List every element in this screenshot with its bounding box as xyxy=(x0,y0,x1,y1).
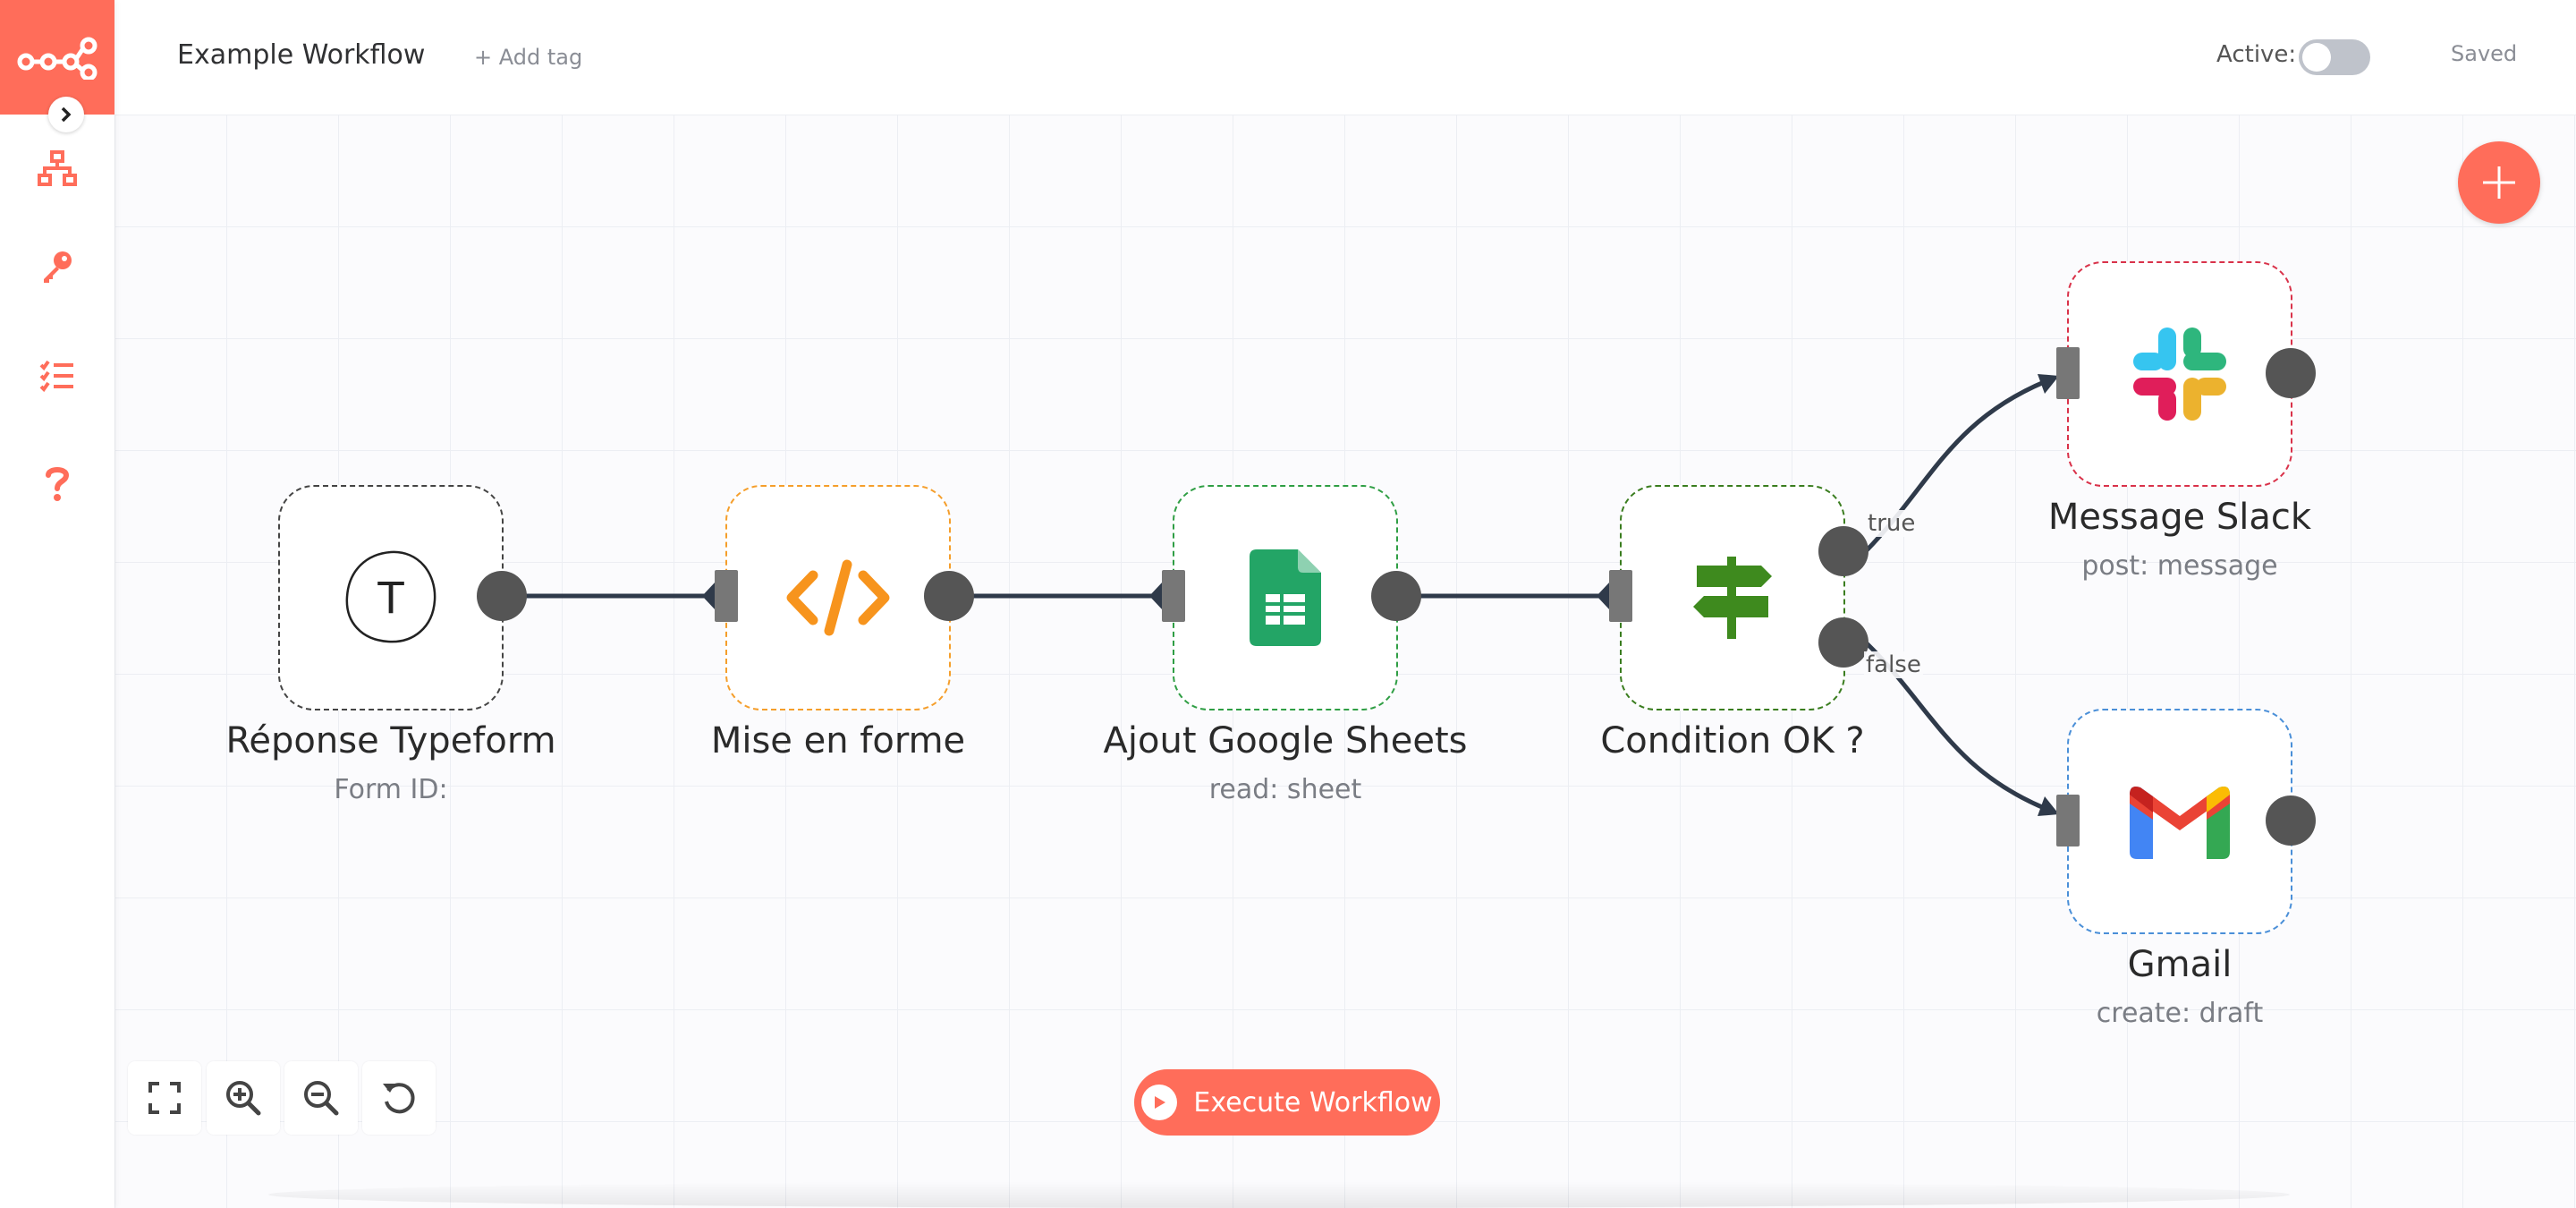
node-label: Réponse Typeform xyxy=(225,720,556,761)
executions-list-icon xyxy=(39,360,73,392)
node-subtitle: Form ID: xyxy=(334,774,448,805)
input-port[interactable] xyxy=(2056,795,2080,846)
zoom-to-fit-button[interactable] xyxy=(128,1061,201,1135)
typeform-icon: T xyxy=(345,550,436,643)
output-port[interactable] xyxy=(2266,795,2316,846)
zoom-in-icon xyxy=(226,1081,261,1116)
help-icon xyxy=(46,467,70,501)
output-port[interactable] xyxy=(477,571,527,621)
output-port-true[interactable] xyxy=(1818,526,1868,576)
workflow-title[interactable]: Example Workflow xyxy=(177,39,426,71)
node-code[interactable] xyxy=(725,485,951,710)
n8n-logo[interactable] xyxy=(0,0,114,115)
zoom-out-button[interactable] xyxy=(284,1061,358,1135)
google-sheets-icon xyxy=(1250,549,1321,646)
chevron-right-icon xyxy=(61,106,72,123)
sidebar-item-executions[interactable] xyxy=(30,349,84,403)
svg-text:T: T xyxy=(377,574,404,624)
branch-label-true: true xyxy=(1866,510,1918,537)
slack-icon xyxy=(2133,328,2226,421)
gmail-icon xyxy=(2130,787,2230,859)
input-port[interactable] xyxy=(1609,570,1632,622)
sidebar xyxy=(0,0,114,1208)
toggle-knob xyxy=(2302,43,2331,72)
zoom-in-button[interactable] xyxy=(207,1061,280,1135)
workflow-icon xyxy=(38,150,77,186)
sidebar-item-help[interactable] xyxy=(30,456,84,510)
execute-workflow-label: Execute Workflow xyxy=(1193,1086,1433,1119)
output-port[interactable] xyxy=(2266,348,2316,398)
node-slack[interactable] xyxy=(2067,261,2292,487)
plus-icon xyxy=(2483,166,2515,199)
node-label: Ajout Google Sheets xyxy=(1103,720,1468,761)
branch-label-false: false xyxy=(1864,651,1923,678)
reset-icon xyxy=(383,1083,415,1114)
add-node-button[interactable] xyxy=(2458,141,2540,224)
node-subtitle: post: message xyxy=(2081,550,2278,582)
saved-status: Saved xyxy=(2451,41,2518,66)
active-label: Active: xyxy=(2216,41,2297,68)
signpost-icon xyxy=(1693,557,1772,639)
output-port[interactable] xyxy=(924,571,974,621)
input-port[interactable] xyxy=(2056,347,2080,399)
node-gmail[interactable] xyxy=(2067,709,2292,934)
key-icon xyxy=(44,251,72,283)
node-typeform[interactable]: T xyxy=(278,485,504,710)
fit-screen-icon xyxy=(148,1082,181,1114)
add-tag-link[interactable]: + Add tag xyxy=(474,45,583,70)
input-port[interactable] xyxy=(1162,570,1185,622)
node-label: Mise en forme xyxy=(710,720,966,761)
expand-sidebar-button[interactable] xyxy=(48,97,84,132)
node-label: Gmail xyxy=(2127,944,2233,985)
node-subtitle: read: sheet xyxy=(1208,774,1362,805)
node-subtitle: create: draft xyxy=(2096,998,2264,1029)
canvas-bottom-shadow xyxy=(268,1181,2290,1208)
input-port[interactable] xyxy=(715,570,738,622)
reset-zoom-button[interactable] xyxy=(362,1061,436,1135)
node-if-condition[interactable] xyxy=(1620,485,1845,710)
sidebar-item-workflows[interactable] xyxy=(30,141,84,195)
output-port[interactable] xyxy=(1371,571,1421,621)
zoom-out-icon xyxy=(304,1081,339,1116)
node-google-sheets[interactable] xyxy=(1173,485,1398,710)
sidebar-item-credentials[interactable] xyxy=(30,240,84,293)
code-icon xyxy=(786,559,890,636)
top-bar: Example Workflow + Add tag Active: Saved xyxy=(114,0,2576,115)
node-label: Condition OK ? xyxy=(1600,720,1865,761)
execute-workflow-button[interactable]: Execute Workflow xyxy=(1134,1069,1440,1136)
play-icon xyxy=(1141,1085,1178,1120)
n8n-logo-icon xyxy=(17,37,97,80)
output-port-false[interactable] xyxy=(1818,617,1868,668)
node-label: Message Slack xyxy=(2047,497,2312,538)
active-toggle[interactable] xyxy=(2299,39,2370,75)
